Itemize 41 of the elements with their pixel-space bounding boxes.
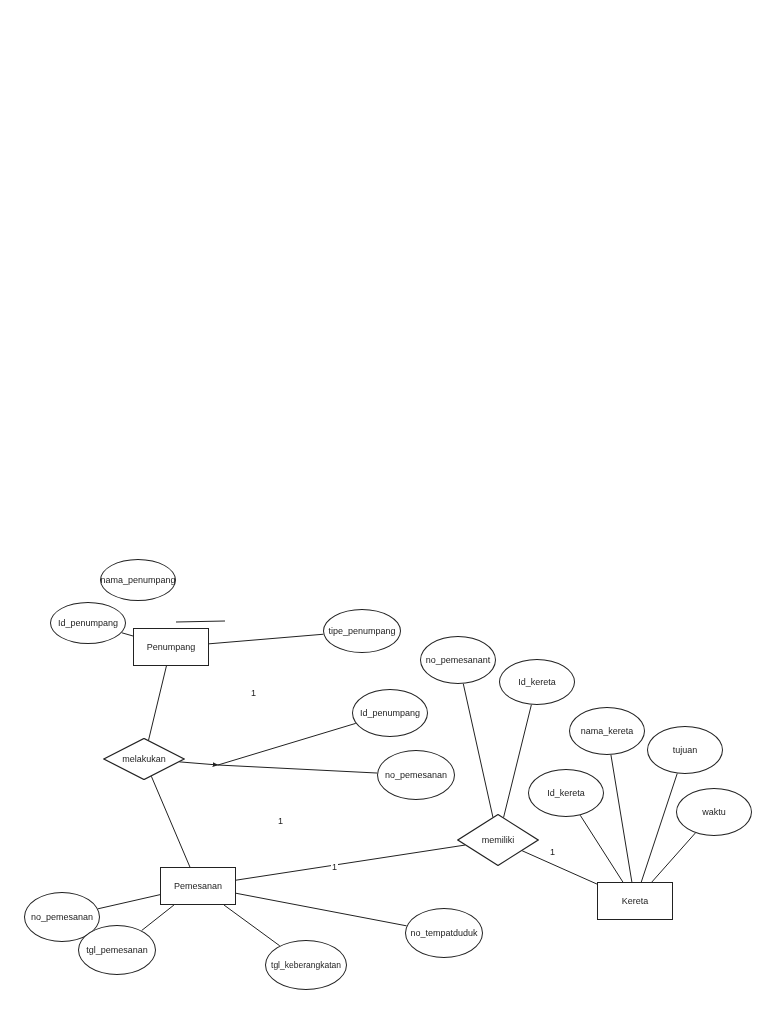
connector-line [208, 633, 324, 645]
connector-line [610, 754, 633, 883]
attribute-ellipse: Id_kereta [499, 659, 575, 705]
connector-line [503, 704, 532, 818]
attribute-ellipse: no_tempatduduk [405, 908, 483, 958]
entity-box: Penumpang [133, 628, 209, 666]
connector-line [640, 773, 678, 883]
attribute-ellipse: waktu [676, 788, 752, 836]
connector-line [462, 683, 494, 818]
connector-line [235, 844, 466, 881]
attribute-ellipse: nama_penumpang [100, 559, 176, 601]
entity-box: Kereta [597, 882, 673, 920]
attribute-ellipse: tgl_pemesanan [78, 925, 156, 975]
attribute-ellipse: tgl_keberangkatan [265, 940, 347, 990]
cardinality-label: 1 [331, 862, 338, 872]
cardinality-label: 1 [549, 847, 556, 857]
connector-line [235, 892, 408, 927]
connector-line [121, 632, 134, 637]
relationship-diamond: melakukan [103, 738, 185, 780]
attribute-ellipse: Id_penumpang [352, 689, 428, 737]
connector-line [217, 764, 378, 774]
attribute-ellipse: no_pemesanan [377, 750, 455, 800]
cardinality-label: 1 [277, 816, 284, 826]
connector-line [223, 904, 281, 947]
connector-line [141, 904, 175, 932]
connector-line [97, 894, 161, 910]
connector-line [150, 775, 191, 868]
attribute-ellipse: tipe_penumpang [323, 609, 401, 653]
attribute-ellipse: Id_kereta [528, 769, 604, 817]
connector-line [148, 665, 167, 741]
attribute-ellipse: nama_kereta [569, 707, 645, 755]
attribute-ellipse: no_pemesanant [420, 636, 496, 684]
relationship-diamond: memiliki [457, 814, 539, 866]
entity-box: Pemesanan [160, 867, 236, 905]
connector-line [651, 832, 696, 883]
attribute-ellipse: no_pemesanan [24, 892, 100, 942]
attribute-ellipse: tujuan [647, 726, 723, 774]
connector-line [178, 761, 219, 767]
connector-line [521, 850, 598, 885]
attribute-ellipse: Id_penumpang [50, 602, 126, 644]
cardinality-label: 1 [250, 688, 257, 698]
